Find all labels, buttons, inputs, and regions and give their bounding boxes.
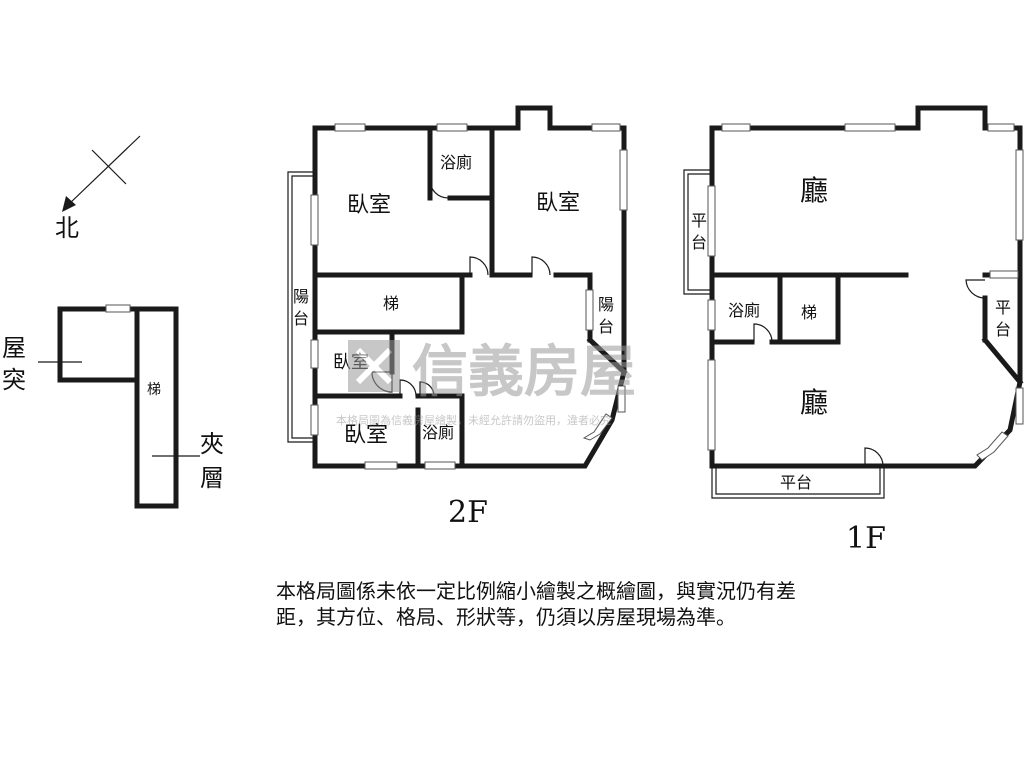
platform-right-line1: 平 bbox=[995, 298, 1011, 317]
room-bedroom-ne: 臥室 bbox=[536, 191, 580, 216]
room-bath-bottom: 浴廁 bbox=[422, 423, 454, 442]
room-platform-bottom: 平台 bbox=[780, 473, 812, 492]
window-2f-8 bbox=[585, 289, 594, 331]
window-2f-4 bbox=[619, 149, 628, 211]
room-bedroom-sw: 臥室 bbox=[344, 423, 388, 448]
window-2f-12 bbox=[582, 413, 613, 441]
watermark: 信義房屋 本格局圖為信義房屋繪製，未經允許請勿盜用，違者必究 bbox=[336, 340, 636, 427]
window-2f-9 bbox=[617, 385, 626, 413]
window-1f-7 bbox=[707, 359, 716, 451]
window-2f-1 bbox=[334, 123, 366, 132]
balcony-left-rail bbox=[287, 171, 315, 443]
compass-cross-line bbox=[91, 149, 127, 185]
room-stairs-1f: 梯 bbox=[801, 303, 817, 322]
arrowhead-icon bbox=[62, 196, 76, 212]
window-2f-11 bbox=[424, 461, 456, 470]
window-2f-5 bbox=[310, 194, 319, 246]
window-1f-5 bbox=[707, 185, 716, 257]
rooftop-label: 屋 突 bbox=[2, 334, 34, 394]
room-bath-top: 浴廁 bbox=[440, 153, 472, 172]
rooftop-label-line1: 屋 bbox=[2, 334, 26, 362]
balcony-right-line2: 台 bbox=[598, 317, 614, 336]
rooftop-label-line2: 突 bbox=[2, 366, 26, 394]
room-stairs-2f: 梯 bbox=[383, 294, 399, 313]
window-2f-2 bbox=[436, 123, 468, 132]
balcony-left-rail-inner bbox=[291, 175, 315, 439]
disclaimer-text: 本格局圖係未依一定比例縮小繪製之概繪圖，與實況仍有差距，其方位、格局、形狀等，仍… bbox=[276, 579, 796, 629]
window-2f-6 bbox=[310, 339, 319, 369]
platform-bottom-rail-inner bbox=[715, 468, 881, 495]
watermark-notice: 本格局圖為信義房屋繪製，未經允許請勿盜用，違者必究 bbox=[336, 413, 611, 427]
mezzanine-label-line1: 夾 bbox=[200, 430, 224, 458]
window-1f-3 bbox=[987, 123, 1015, 132]
room-bedroom-nw: 臥室 bbox=[347, 193, 391, 218]
logo-mark bbox=[355, 347, 393, 385]
platform-right-line2: 台 bbox=[995, 320, 1011, 339]
floor-2-label: 2F bbox=[448, 495, 488, 530]
room-platform-right: 平 台 bbox=[995, 298, 1016, 339]
platform-left-rail bbox=[683, 169, 712, 295]
balcony-left-line1: 陽 bbox=[293, 287, 309, 306]
platform-bottom-rail bbox=[711, 468, 885, 499]
door-2f-bath-top bbox=[429, 179, 449, 199]
mezzanine-label-line2: 層 bbox=[200, 464, 224, 492]
window-2f-7 bbox=[310, 404, 319, 436]
window-2f-3 bbox=[591, 123, 621, 132]
window-1f-6 bbox=[707, 299, 716, 331]
room-platform-left: 平 台 bbox=[691, 211, 712, 252]
north-arrow-icon bbox=[67, 135, 141, 206]
compass: 北 bbox=[55, 135, 141, 242]
window-1f-8 bbox=[989, 270, 1019, 279]
platform-left-line1: 平 bbox=[691, 211, 707, 230]
roof-window bbox=[105, 304, 131, 313]
window-1f-1 bbox=[721, 123, 751, 132]
wall-2f-j bbox=[586, 336, 628, 376]
floor-1-label: 1F bbox=[846, 521, 886, 556]
floor-1-outline bbox=[709, 105, 1023, 469]
balcony-left-line2: 台 bbox=[293, 309, 309, 328]
room-balcony-left: 陽 台 bbox=[293, 287, 314, 328]
window-1f-9 bbox=[1015, 387, 1024, 425]
watermark-brand: 信義房屋 bbox=[412, 340, 636, 405]
floor-2-plan: 臥室 浴廁 臥室 梯 陽 台 陽 台 臥室 臥室 浴廁 2F bbox=[287, 105, 628, 530]
door-2f-bedroom-nw bbox=[469, 256, 489, 276]
north-label: 北 bbox=[55, 214, 79, 242]
room-living-bottom: 廳 bbox=[800, 386, 828, 419]
roof-stairs-label: 梯 bbox=[147, 382, 161, 398]
mezzanine-label: 夾 層 bbox=[200, 430, 232, 492]
balcony-right-line1: 陽 bbox=[598, 295, 614, 314]
platform-left-line2: 台 bbox=[691, 233, 707, 252]
door-1f-platform-right bbox=[965, 279, 986, 299]
room-living-top: 廳 bbox=[800, 174, 828, 207]
window-1f-10 bbox=[976, 431, 1009, 461]
room-bath-1f: 浴廁 bbox=[728, 301, 760, 320]
door-2f-bath-bottom bbox=[419, 381, 435, 397]
door-2f-bedroom-ne bbox=[531, 256, 551, 276]
floor-1-plan: 廳 平 台 浴廁 梯 平 台 廳 平台 1F bbox=[683, 105, 1024, 556]
window-2f-10 bbox=[364, 461, 398, 470]
room-balcony-right: 陽 台 bbox=[598, 295, 619, 336]
brand-logo-icon bbox=[348, 340, 400, 392]
roof-outline bbox=[57, 306, 179, 509]
door-1f-bath bbox=[753, 323, 773, 343]
door-2f-bedroom-sw bbox=[399, 379, 417, 397]
window-1f-4 bbox=[1015, 149, 1024, 241]
window-1f-2 bbox=[844, 123, 896, 132]
door-1f-platform-bottom bbox=[864, 447, 884, 467]
roof-plan: 梯 屋 突 夾 層 bbox=[2, 304, 232, 509]
wall-1f-h bbox=[981, 336, 1024, 386]
platform-left-rail-inner bbox=[687, 173, 712, 291]
floor-2-outline bbox=[312, 105, 627, 469]
